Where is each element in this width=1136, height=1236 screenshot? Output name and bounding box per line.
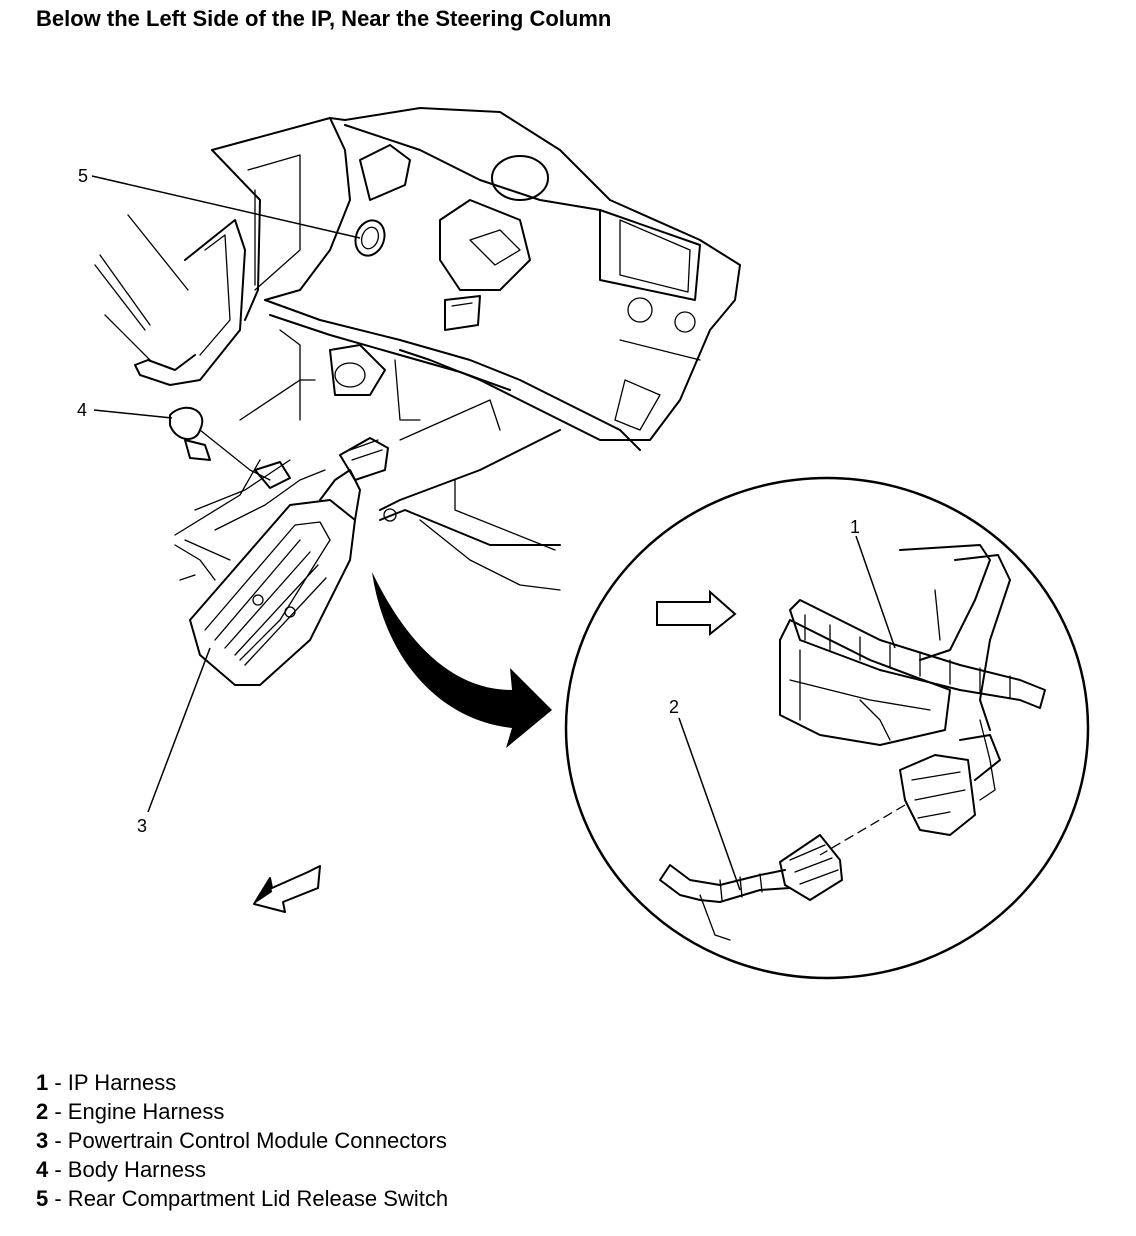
legend-text: - Rear Compartment Lid Release Switch <box>48 1186 449 1211</box>
diagram-title: Below the Left Side of the IP, Near the … <box>36 6 612 31</box>
legend-text: - IP Harness <box>48 1070 177 1095</box>
legend-number: 1 <box>36 1070 49 1095</box>
callout-5: 5 <box>78 166 88 186</box>
legend-text: - Engine Harness <box>48 1099 225 1124</box>
legend-number: 3 <box>36 1128 49 1153</box>
legend-number: 2 <box>36 1099 49 1124</box>
legend-item: 3 - Powertrain Control Module Connectors <box>36 1126 448 1155</box>
legend-item: 2 - Engine Harness <box>36 1097 448 1126</box>
legend-number: 5 <box>36 1186 49 1211</box>
instrument-panel-illustration <box>94 107 741 591</box>
legend-item: 4 - Body Harness <box>36 1155 448 1184</box>
inset-direction-arrow <box>656 589 737 637</box>
legend-number: 4 <box>36 1157 49 1182</box>
callout-4: 4 <box>77 400 87 420</box>
callout-2: 2 <box>669 697 679 717</box>
legend-item: 1 - IP Harness <box>36 1068 448 1097</box>
forward-direction-arrow <box>253 865 321 913</box>
pcm-module-illustration <box>169 379 389 686</box>
legend-text: - Body Harness <box>48 1157 206 1182</box>
legend: 1 - IP Harness 2 - Engine Harness 3 - Po… <box>36 1068 448 1213</box>
legend-item: 5 - Rear Compartment Lid Release Switch <box>36 1184 448 1213</box>
callout-3: 3 <box>137 816 147 836</box>
legend-text: - Powertrain Control Module Connectors <box>48 1128 447 1153</box>
callout-1: 1 <box>850 517 860 537</box>
leader-lines <box>91 175 896 891</box>
curved-pointer-arrow <box>372 572 552 748</box>
detail-inset <box>564 476 1090 980</box>
